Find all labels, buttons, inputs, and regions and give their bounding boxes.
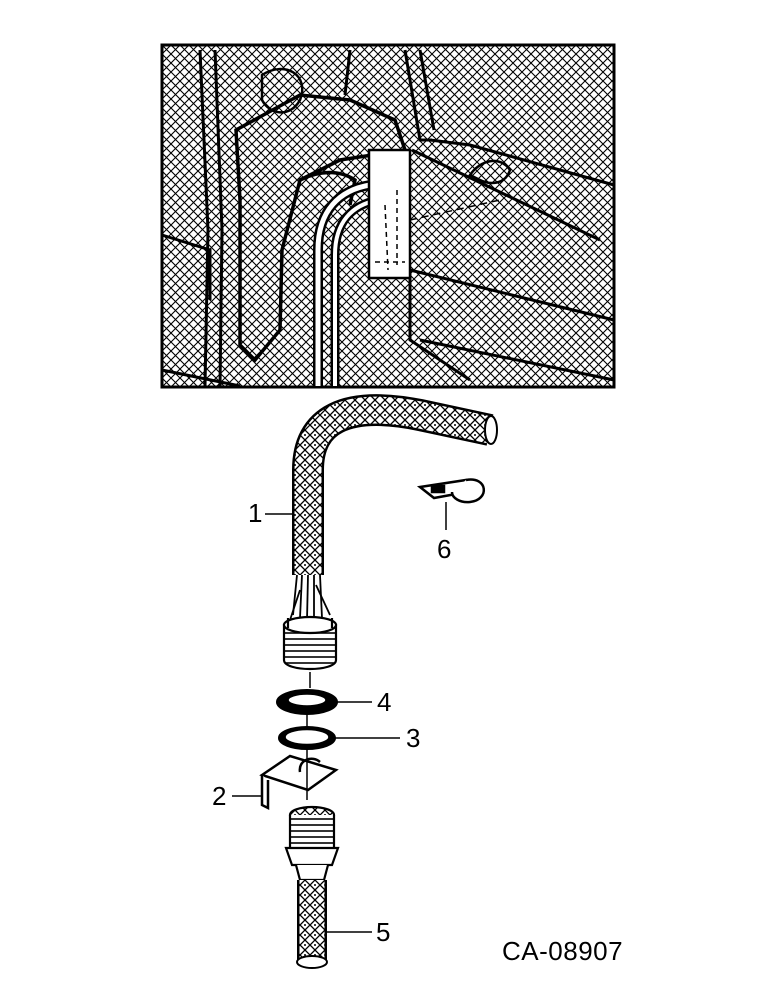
seal-ring-part-4 (276, 689, 338, 728)
connector-wires (289, 574, 331, 621)
console-cutaway (367, 148, 412, 280)
cab-structure-lines (161, 49, 615, 388)
cable-part-5 (296, 880, 328, 969)
clip-part-6 (416, 478, 486, 530)
callout-6: 6 (437, 534, 451, 564)
callout-5: 5 (376, 917, 390, 947)
callout-1: 1 (248, 498, 262, 528)
callout-4: 4 (377, 687, 391, 717)
harness-part-1 (292, 394, 498, 575)
callout-3: 3 (406, 723, 420, 753)
upper-connector-plug (282, 615, 338, 688)
figure-reference-code: CA-08907 (502, 936, 623, 966)
location-inset (160, 43, 616, 389)
leader-lines (232, 513, 400, 933)
control-lever (234, 93, 408, 363)
bracket-part-2 (259, 750, 339, 811)
washer-ring-part-3 (278, 726, 336, 750)
lower-receptacle (284, 805, 340, 882)
callout-2: 2 (212, 781, 226, 811)
